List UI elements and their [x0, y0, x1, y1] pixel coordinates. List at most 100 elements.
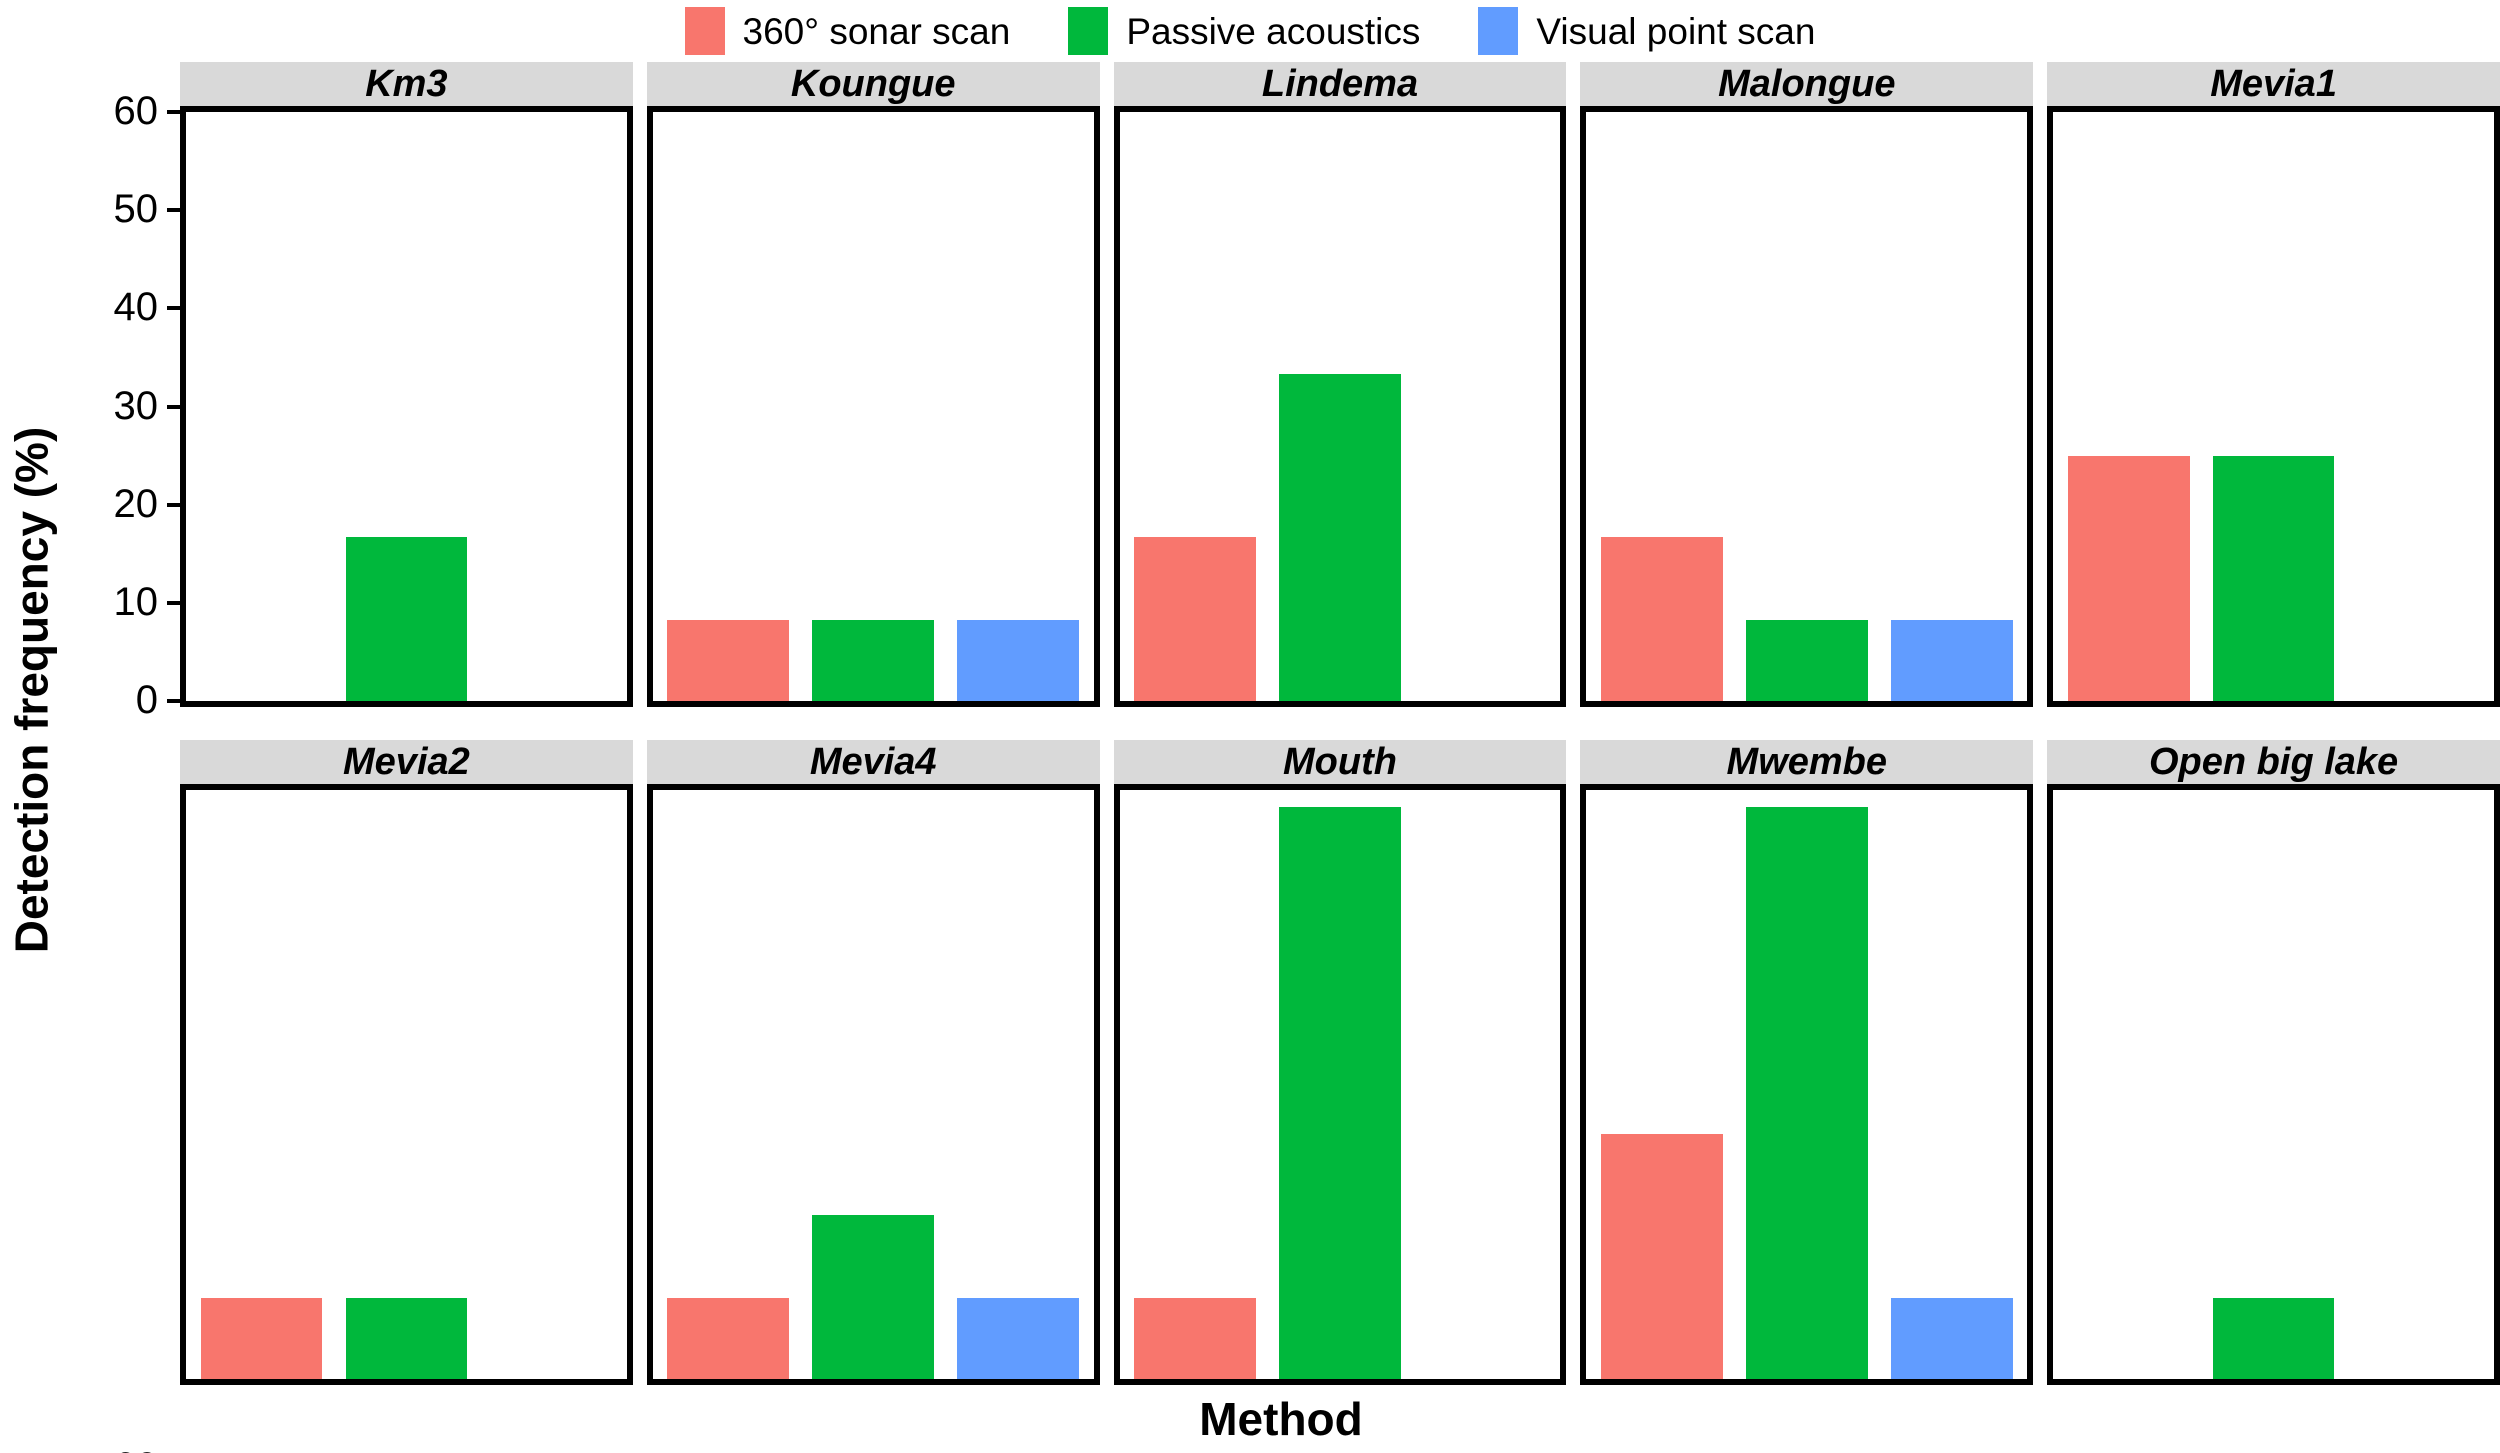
y-axis-tick-mark [167, 502, 180, 507]
legend-item[interactable]: 360° sonar scan [684, 7, 1010, 55]
facet-row: Km3 Koungue Lindema Malongue Mevia1 [180, 62, 2500, 707]
bar[interactable] [667, 619, 790, 701]
bar[interactable] [2067, 455, 2190, 701]
y-axis-tick-mark [167, 600, 180, 605]
bar[interactable] [1745, 806, 1868, 1379]
y-axis-title: Detection frequency (%) [0, 0, 62, 1380]
bar-group [2053, 112, 2494, 701]
bar[interactable] [1600, 1133, 1723, 1379]
plot-area [646, 784, 1100, 1385]
bar[interactable] [1890, 1297, 2013, 1379]
bar[interactable] [1279, 374, 1401, 701]
facet-strip: Mevia1 [2047, 62, 2500, 106]
bar-slot [2056, 790, 2201, 1379]
plot-area [1113, 784, 1567, 1385]
facet-strip: Mevia4 [646, 740, 1100, 784]
facet-strip: Mevia2 [180, 740, 633, 784]
bar[interactable] [345, 537, 468, 701]
bar-slot [1734, 790, 1879, 1379]
y-axis-tick-label: 0 [135, 678, 158, 722]
facet-strip-label: Mevia4 [809, 741, 937, 783]
plot-area [1580, 106, 2034, 707]
y-axis-tick-label: 60 [114, 1447, 159, 1453]
bar-slot [2346, 112, 2491, 701]
facet-panel-mevia2: Mevia2 [180, 740, 633, 1385]
bar[interactable] [200, 1297, 323, 1379]
bar[interactable] [345, 1297, 468, 1379]
facet-strip-label: Koungue [790, 63, 956, 105]
y-axis-tick-label: 20 [113, 481, 159, 526]
bar-group [1120, 112, 1561, 701]
bar-slot [1412, 790, 1557, 1379]
plot-area [180, 106, 633, 707]
bar[interactable] [812, 619, 935, 701]
bar[interactable] [1600, 537, 1723, 701]
facet-strip: Open big lake [2047, 740, 2500, 784]
facet-strip-label: Mwembe [1726, 741, 1888, 783]
legend-item[interactable]: Passive acoustics [1068, 7, 1420, 55]
bar[interactable] [1134, 1297, 1256, 1379]
y-axis-tick-label: 10 [113, 579, 159, 624]
facet-strip-label: Malongue [1718, 63, 1896, 105]
facet-panel-lindema: Lindema [1113, 62, 1567, 707]
y-axis-column: 01020304050600102030405060 [62, 62, 180, 1453]
bar-slot [1589, 112, 1734, 701]
bar[interactable] [1134, 537, 1256, 701]
bar-slot [2056, 112, 2201, 701]
facet-panel-mevia1: Mevia1 [2047, 62, 2500, 707]
x-axis-title: Method [62, 1385, 2500, 1453]
y-axis-tick-mark [167, 110, 180, 114]
bar-slot [2201, 790, 2346, 1379]
bar[interactable] [1279, 806, 1401, 1379]
plot-area [2047, 784, 2500, 1385]
bar-slot [479, 790, 624, 1379]
y-axis-tick-mark [167, 699, 180, 703]
facet-panel-mouth: Mouth [1113, 740, 1567, 1385]
bar-slot [1412, 112, 1557, 701]
bar-slot [946, 112, 1091, 701]
plot-area [2047, 106, 2500, 707]
plot-area [1580, 784, 2034, 1385]
y-axis-tick-mark [167, 208, 180, 213]
bar-slot [2201, 112, 2346, 701]
y-axis-tick-label: 40 [113, 285, 159, 330]
facet-grid: 01020304050600102030405060 Km3KoungueLin… [62, 62, 2500, 1453]
bar-slot [189, 790, 334, 1379]
bar-slot [189, 112, 334, 701]
bar-slot [946, 790, 1091, 1379]
legend-label: Visual point scan [1536, 10, 1816, 52]
bar-slot [801, 790, 946, 1379]
bar[interactable] [2212, 1297, 2335, 1379]
bar[interactable] [1890, 619, 2013, 701]
bar[interactable] [812, 1215, 935, 1379]
y-axis-tick-label: 60 [113, 89, 159, 133]
bar-slot [334, 790, 479, 1379]
bar-group [2053, 790, 2494, 1379]
facet-panel-open-big-lake: Open big lake [2047, 740, 2500, 1385]
bar-slot [1879, 112, 2024, 701]
facet-strip: Koungue [646, 62, 1100, 106]
legend-item[interactable]: Visual point scan [1478, 7, 1815, 55]
bar-slot [479, 112, 624, 701]
bar[interactable] [2212, 455, 2335, 701]
bar-group [1120, 790, 1561, 1379]
facet-panel-km3: Km3 [180, 62, 633, 707]
plot-area [646, 106, 1100, 707]
facet-strip: Malongue [1580, 62, 2034, 106]
passive-acoustics-key [1068, 7, 1109, 55]
bar-group [1586, 790, 2027, 1379]
bar-group [186, 112, 627, 701]
bar-slot [1879, 790, 2024, 1379]
visual-point-scan-key [1478, 7, 1519, 55]
bar[interactable] [667, 1297, 790, 1379]
bar[interactable] [957, 1297, 1079, 1379]
bar[interactable] [957, 619, 1079, 701]
facet-row: Mevia2 Mevia4 Mouth Mwembe Open big lake [180, 740, 2500, 1385]
bar[interactable] [1745, 619, 1868, 701]
facet-strip-label: Lindema [1261, 63, 1419, 105]
bar-slot [656, 112, 801, 701]
bar-slot [1734, 112, 1879, 701]
